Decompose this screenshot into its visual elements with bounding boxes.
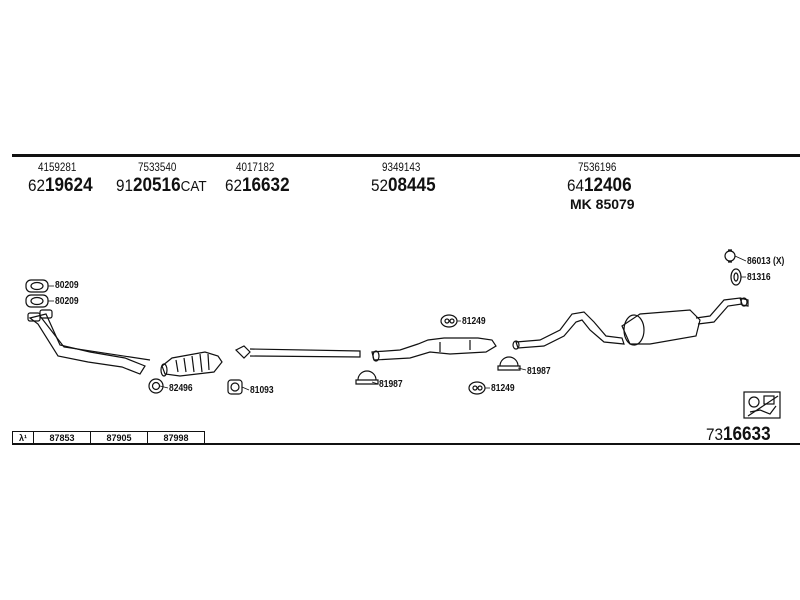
lambda-value-2: 87905 [91, 432, 148, 444]
kit-box-icon [743, 391, 781, 419]
mk-number: MK 85079 [570, 196, 635, 212]
label-hanger-bottom: 81249 [491, 383, 515, 394]
label-gasket-1: 80209 [55, 280, 79, 291]
part-1-number: 6219624 [28, 175, 93, 196]
kit-number: 7316633 [706, 424, 771, 445]
label-hanger-top: 81249 [462, 316, 486, 327]
part-5-number: 6412406 [567, 175, 632, 196]
clamp-icon [497, 356, 521, 371]
front-pipe-icon [27, 309, 151, 375]
middle-pipe-icon [234, 345, 361, 359]
lambda-value-3: 87998 [163, 433, 189, 443]
part-1-ref: 4159281 [38, 160, 77, 174]
rear-silencer-icon [512, 297, 749, 350]
top-divider [12, 154, 800, 157]
part-5-ref: 7536196 [578, 160, 617, 174]
gasket-icon [25, 294, 49, 308]
hanger-icon [440, 314, 458, 328]
part-4-number: 5208445 [371, 175, 436, 196]
hanger-icon [468, 381, 486, 395]
middle-silencer-icon [371, 337, 497, 362]
part-2-ref: 7533540 [138, 160, 177, 174]
part-2-number: 9120516CAT [116, 175, 207, 196]
part-3-ref: 4017182 [236, 160, 275, 174]
ring-icon [148, 378, 164, 394]
gasket-icon [25, 279, 49, 293]
rubber-mount-icon [724, 249, 736, 263]
label-flange: 81093 [250, 385, 274, 396]
bottom-divider [12, 443, 800, 445]
label-ring-cat: 82496 [169, 383, 193, 394]
ring-icon [730, 268, 742, 286]
flange-icon [227, 379, 243, 395]
label-81316: 81316 [747, 272, 771, 283]
part-3-number: 6216632 [225, 175, 290, 196]
clamp-icon [355, 370, 379, 385]
lambda-table: λ¹ 87853 87905 87998 [12, 431, 205, 444]
label-clamp-mid: 81987 [379, 379, 403, 390]
catalytic-converter-icon [160, 351, 223, 377]
part-4-ref: 9349143 [382, 160, 421, 174]
label-gasket-2: 80209 [55, 296, 79, 307]
lambda-value-1: 87853 [34, 432, 91, 444]
label-clamp-right: 81987 [527, 366, 551, 377]
label-86013: 86013 (X) [747, 256, 785, 267]
lambda-symbol: λ¹ [13, 432, 34, 444]
